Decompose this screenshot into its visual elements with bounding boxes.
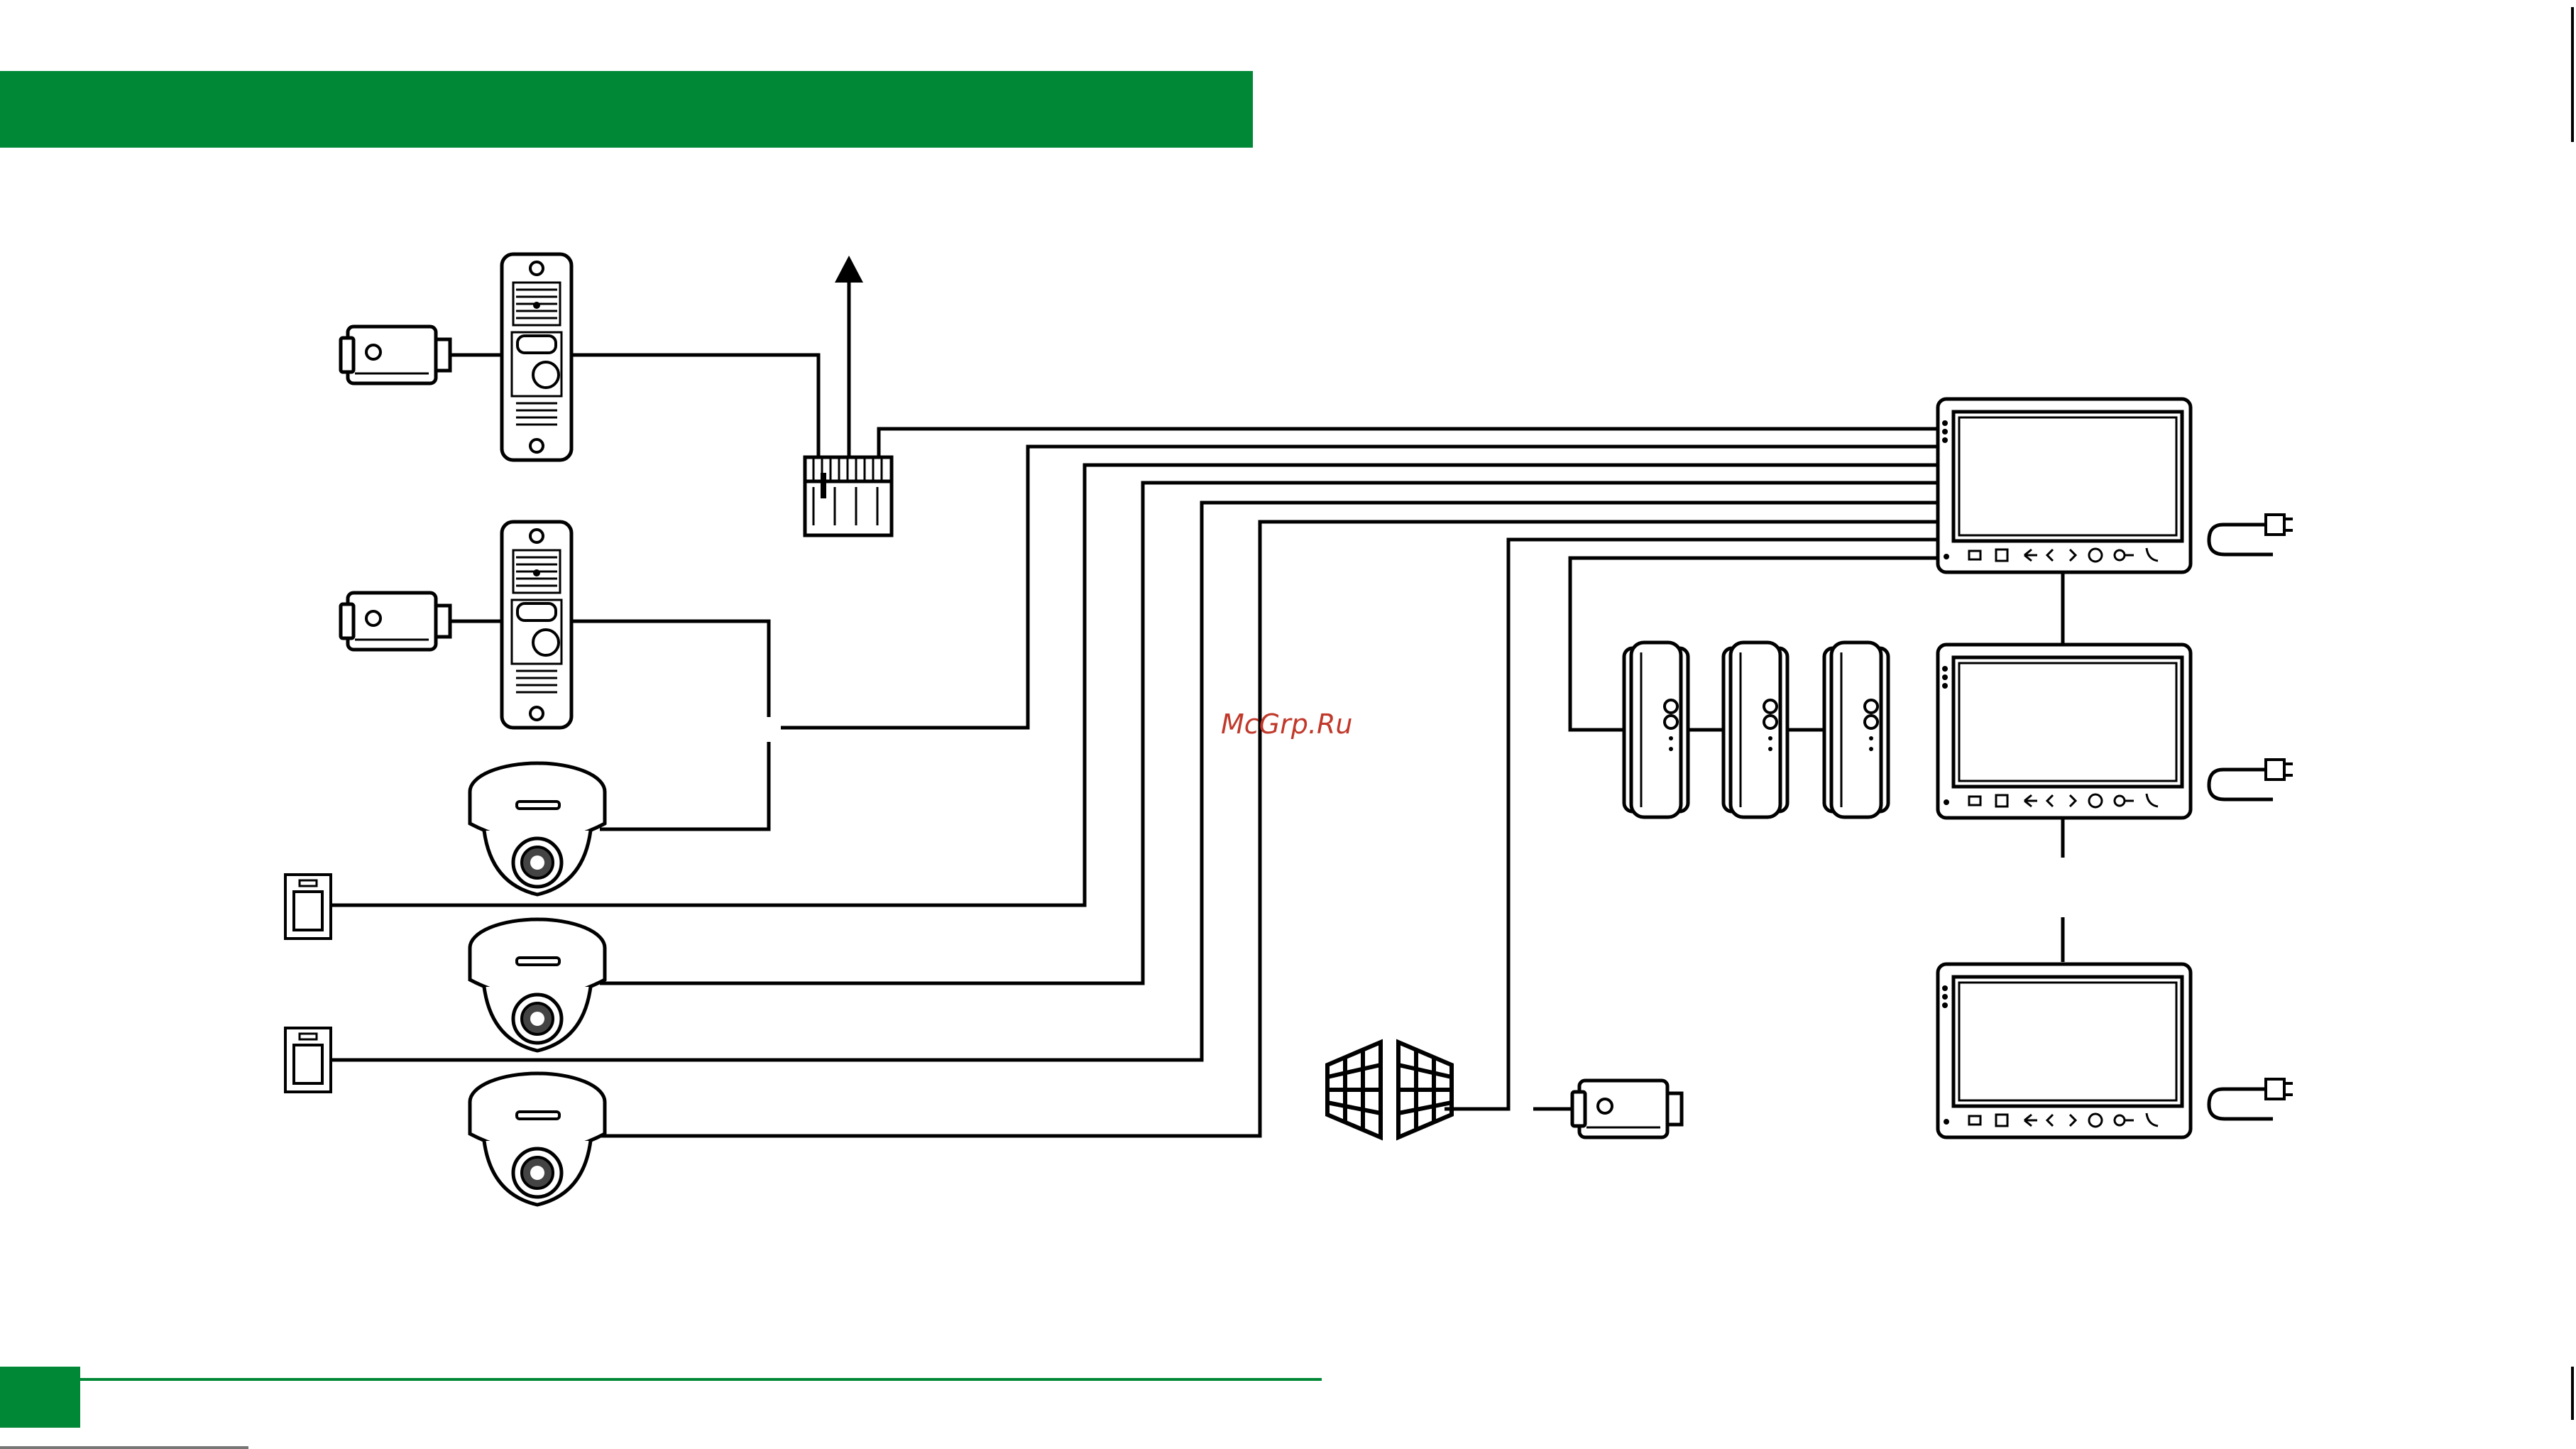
power-plug-3 <box>2209 1079 2293 1119</box>
power-plug-2 <box>2209 760 2293 799</box>
video-monitor-1 <box>1938 399 2191 572</box>
door-sensor-1 <box>285 875 331 939</box>
video-monitor-3 <box>1938 964 2191 1137</box>
header-green-bar <box>0 71 1253 148</box>
door-call-panel-2 <box>502 522 571 728</box>
watermark-text: McGrp.Ru <box>1221 709 1352 740</box>
video-monitor-2 <box>1938 645 2191 818</box>
dome-camera-1 <box>470 763 605 895</box>
output-arrow-icon <box>835 256 863 283</box>
electric-lock-1 <box>341 327 450 383</box>
door-call-panel-1 <box>502 254 571 460</box>
footer-green-block <box>0 1367 80 1428</box>
wiring <box>332 280 2063 1136</box>
dome-camera-2 <box>470 919 605 1051</box>
power-plug-1 <box>2209 515 2293 554</box>
dome-camera-3 <box>470 1073 605 1205</box>
audio-handset-3 <box>1824 643 1888 817</box>
audio-handset-1 <box>1624 643 1688 817</box>
audio-handset-2 <box>1723 643 1787 817</box>
gate-icon <box>1327 1042 1452 1137</box>
gate-lock <box>1572 1081 1682 1137</box>
door-sensor-2 <box>285 1028 331 1092</box>
electric-lock-2 <box>341 593 450 650</box>
terminal-block <box>805 457 892 535</box>
